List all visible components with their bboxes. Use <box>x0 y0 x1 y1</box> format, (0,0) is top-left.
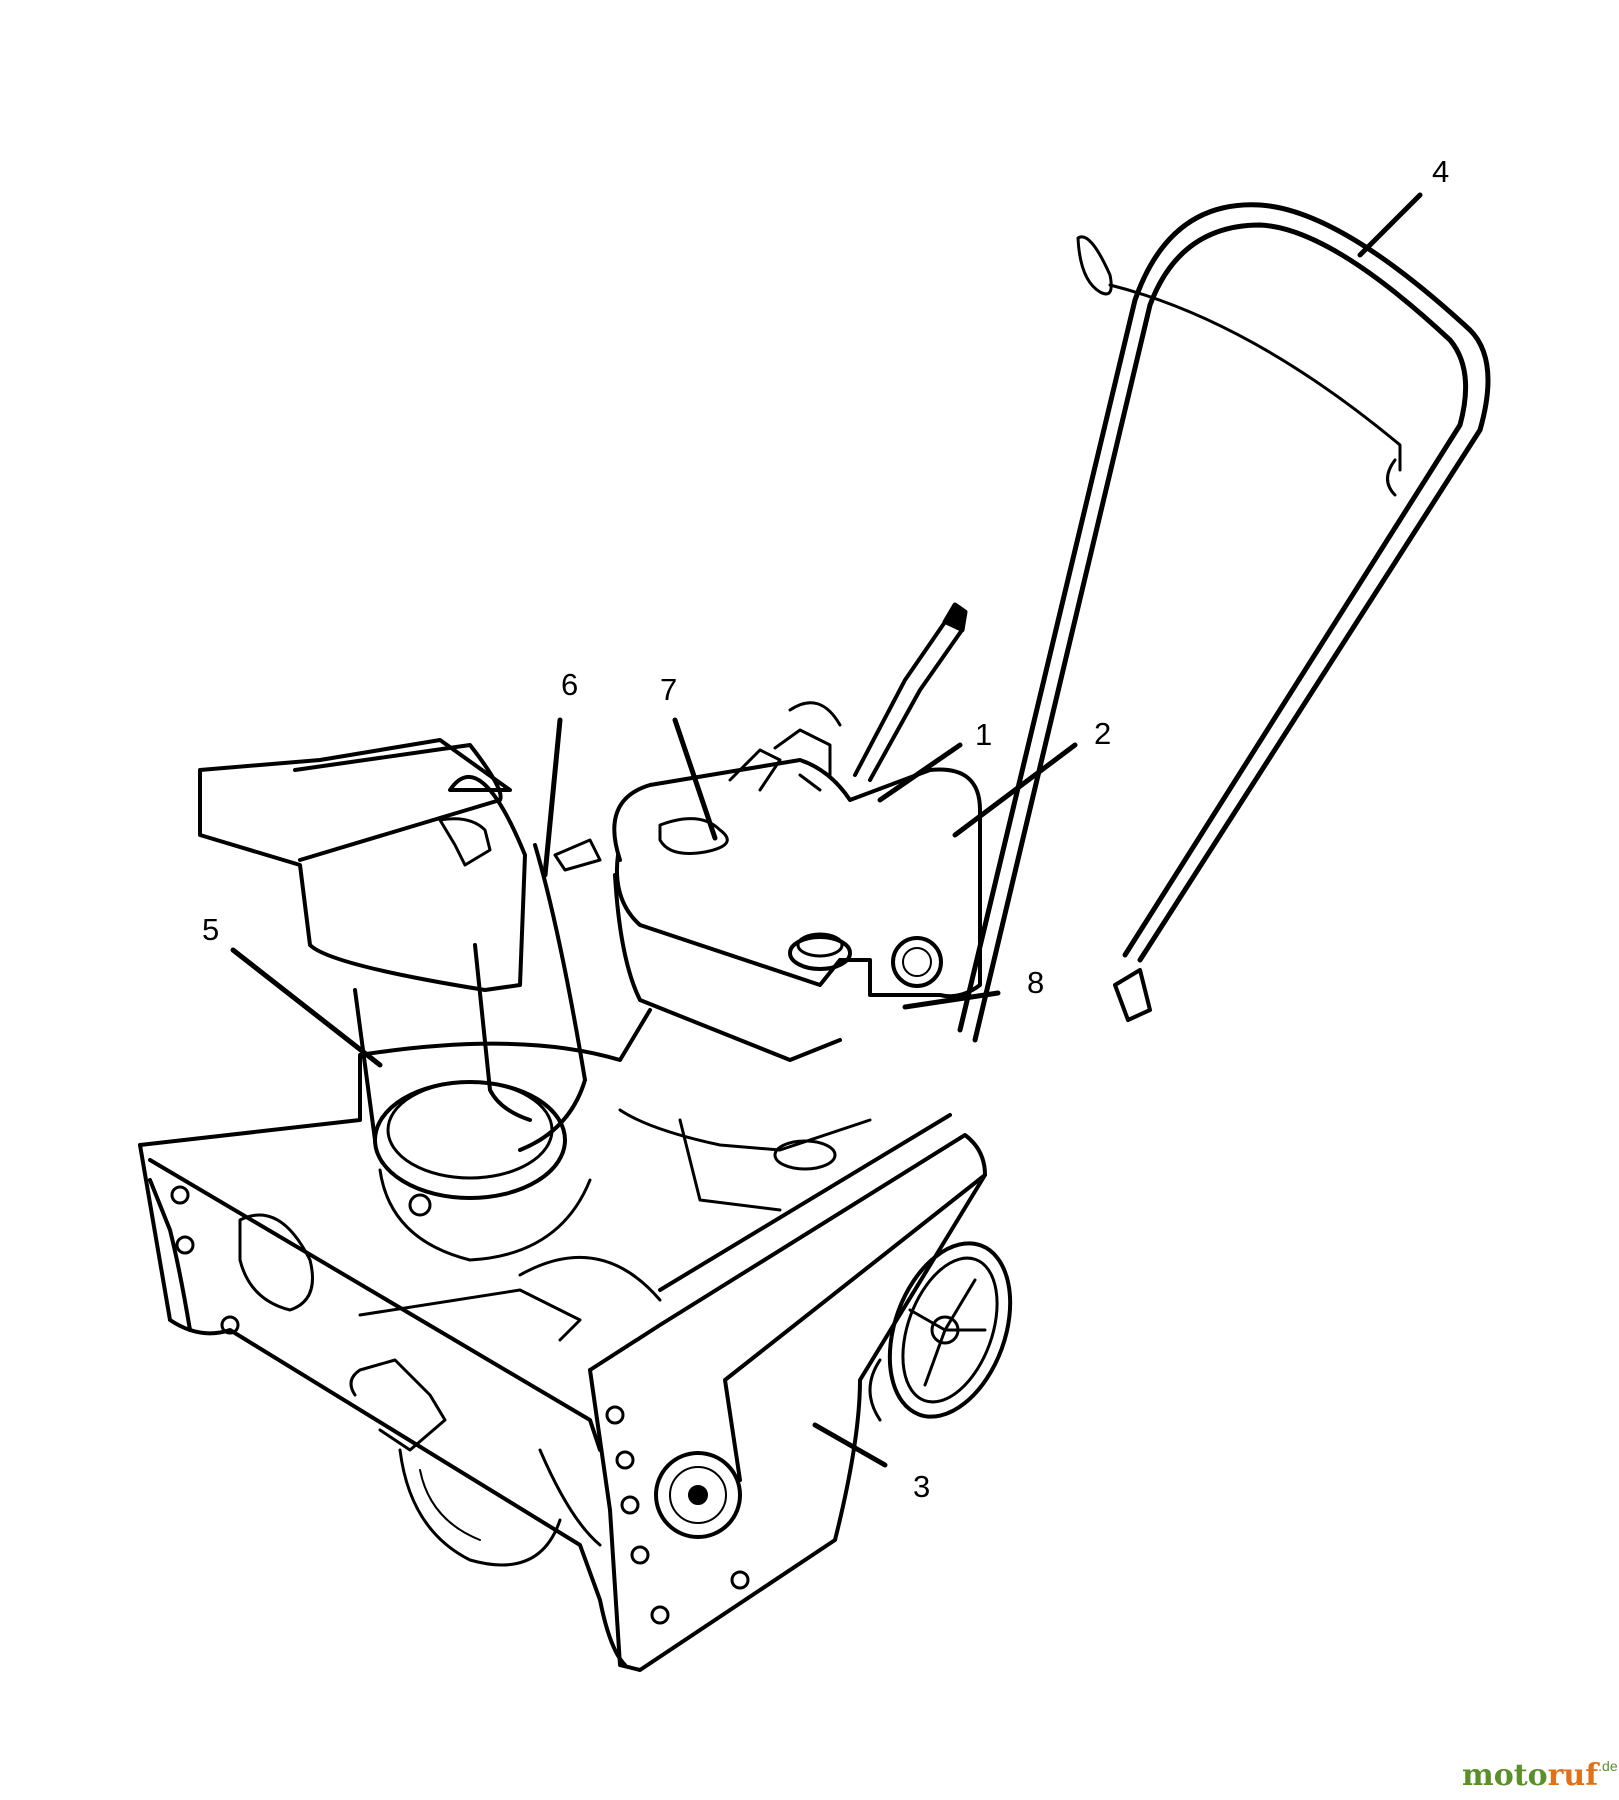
callout-3: 3 <box>913 1469 930 1504</box>
leader-line-3 <box>812 1422 888 1468</box>
callout-2: 2 <box>1094 716 1111 751</box>
leader-line-7 <box>672 717 718 841</box>
leader-line-2 <box>952 742 1078 838</box>
handle-drawing <box>853 202 1491 1043</box>
callout-6: 6 <box>561 667 578 702</box>
leader-line-1 <box>877 742 963 803</box>
chute-drawing <box>198 738 592 1262</box>
watermark-logo: motoruf.de <box>1462 1758 1618 1793</box>
leader-line-8 <box>902 990 1001 1010</box>
auger-housing-drawing <box>138 1008 987 1672</box>
callout-7: 7 <box>660 672 677 707</box>
svg-text:motoruf.de: motoruf.de <box>1462 1758 1618 1793</box>
callout-8: 8 <box>1027 965 1044 1000</box>
leader-line-4 <box>1357 192 1423 258</box>
watermark-tld: .de <box>1598 1758 1618 1774</box>
callout-4: 4 <box>1432 154 1449 189</box>
engine-drawing <box>553 701 982 1212</box>
watermark-moto: moto <box>1462 1758 1548 1793</box>
callout-labels: 1 2 3 4 5 6 7 8 <box>202 154 1449 1504</box>
wheel-drawing <box>868 1241 1013 1422</box>
watermark-ruf: ruf <box>1548 1758 1601 1793</box>
leader-line-6 <box>542 717 563 878</box>
callout-1: 1 <box>975 717 992 752</box>
callout-5: 5 <box>202 912 219 947</box>
leader-lines <box>230 192 1423 1468</box>
leader-line-5 <box>230 947 383 1068</box>
